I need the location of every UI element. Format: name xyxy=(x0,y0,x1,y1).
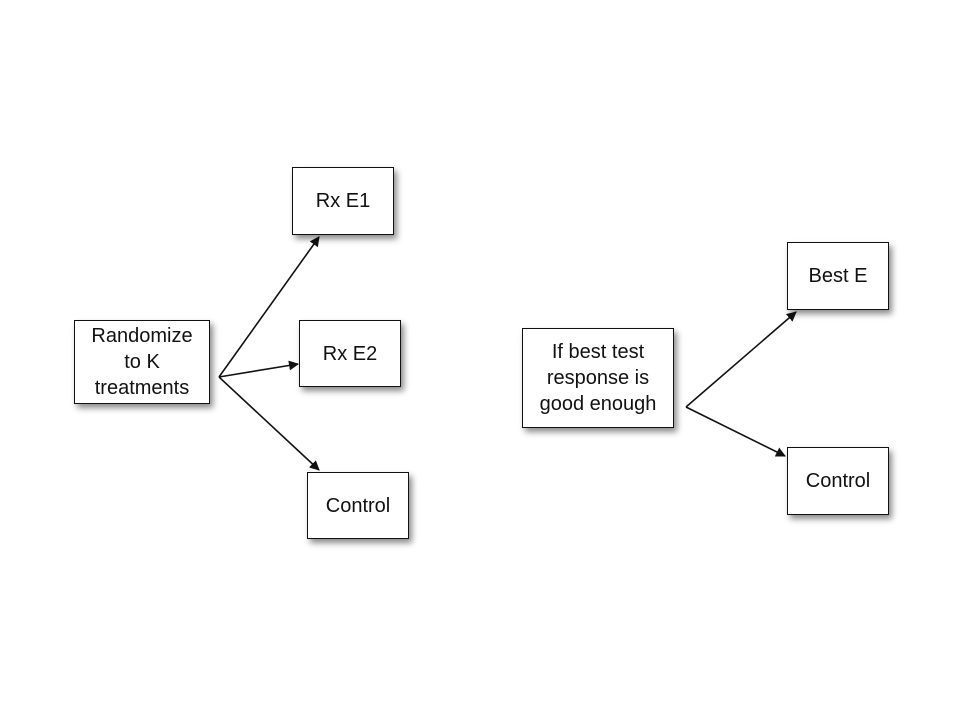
arrow-randomize-to-control xyxy=(218,376,320,471)
rx-e2-node: Rx E2 xyxy=(299,320,401,387)
control-node-right: Control xyxy=(787,447,889,515)
best-test-node: If best test response is good enough xyxy=(522,328,674,428)
randomize-node: Randomize to K treatments xyxy=(74,320,210,404)
rx-e1-node: Rx E1 xyxy=(292,167,394,235)
best-e-node: Best E xyxy=(787,242,889,310)
control-node-left: Control xyxy=(307,472,409,539)
arrow-randomize-to-rx-e1 xyxy=(218,236,320,378)
arrow-best-test-to-control xyxy=(685,406,786,457)
arrow-randomize-to-rx-e2 xyxy=(218,360,299,378)
arrow-best-test-to-best-e xyxy=(685,311,797,408)
